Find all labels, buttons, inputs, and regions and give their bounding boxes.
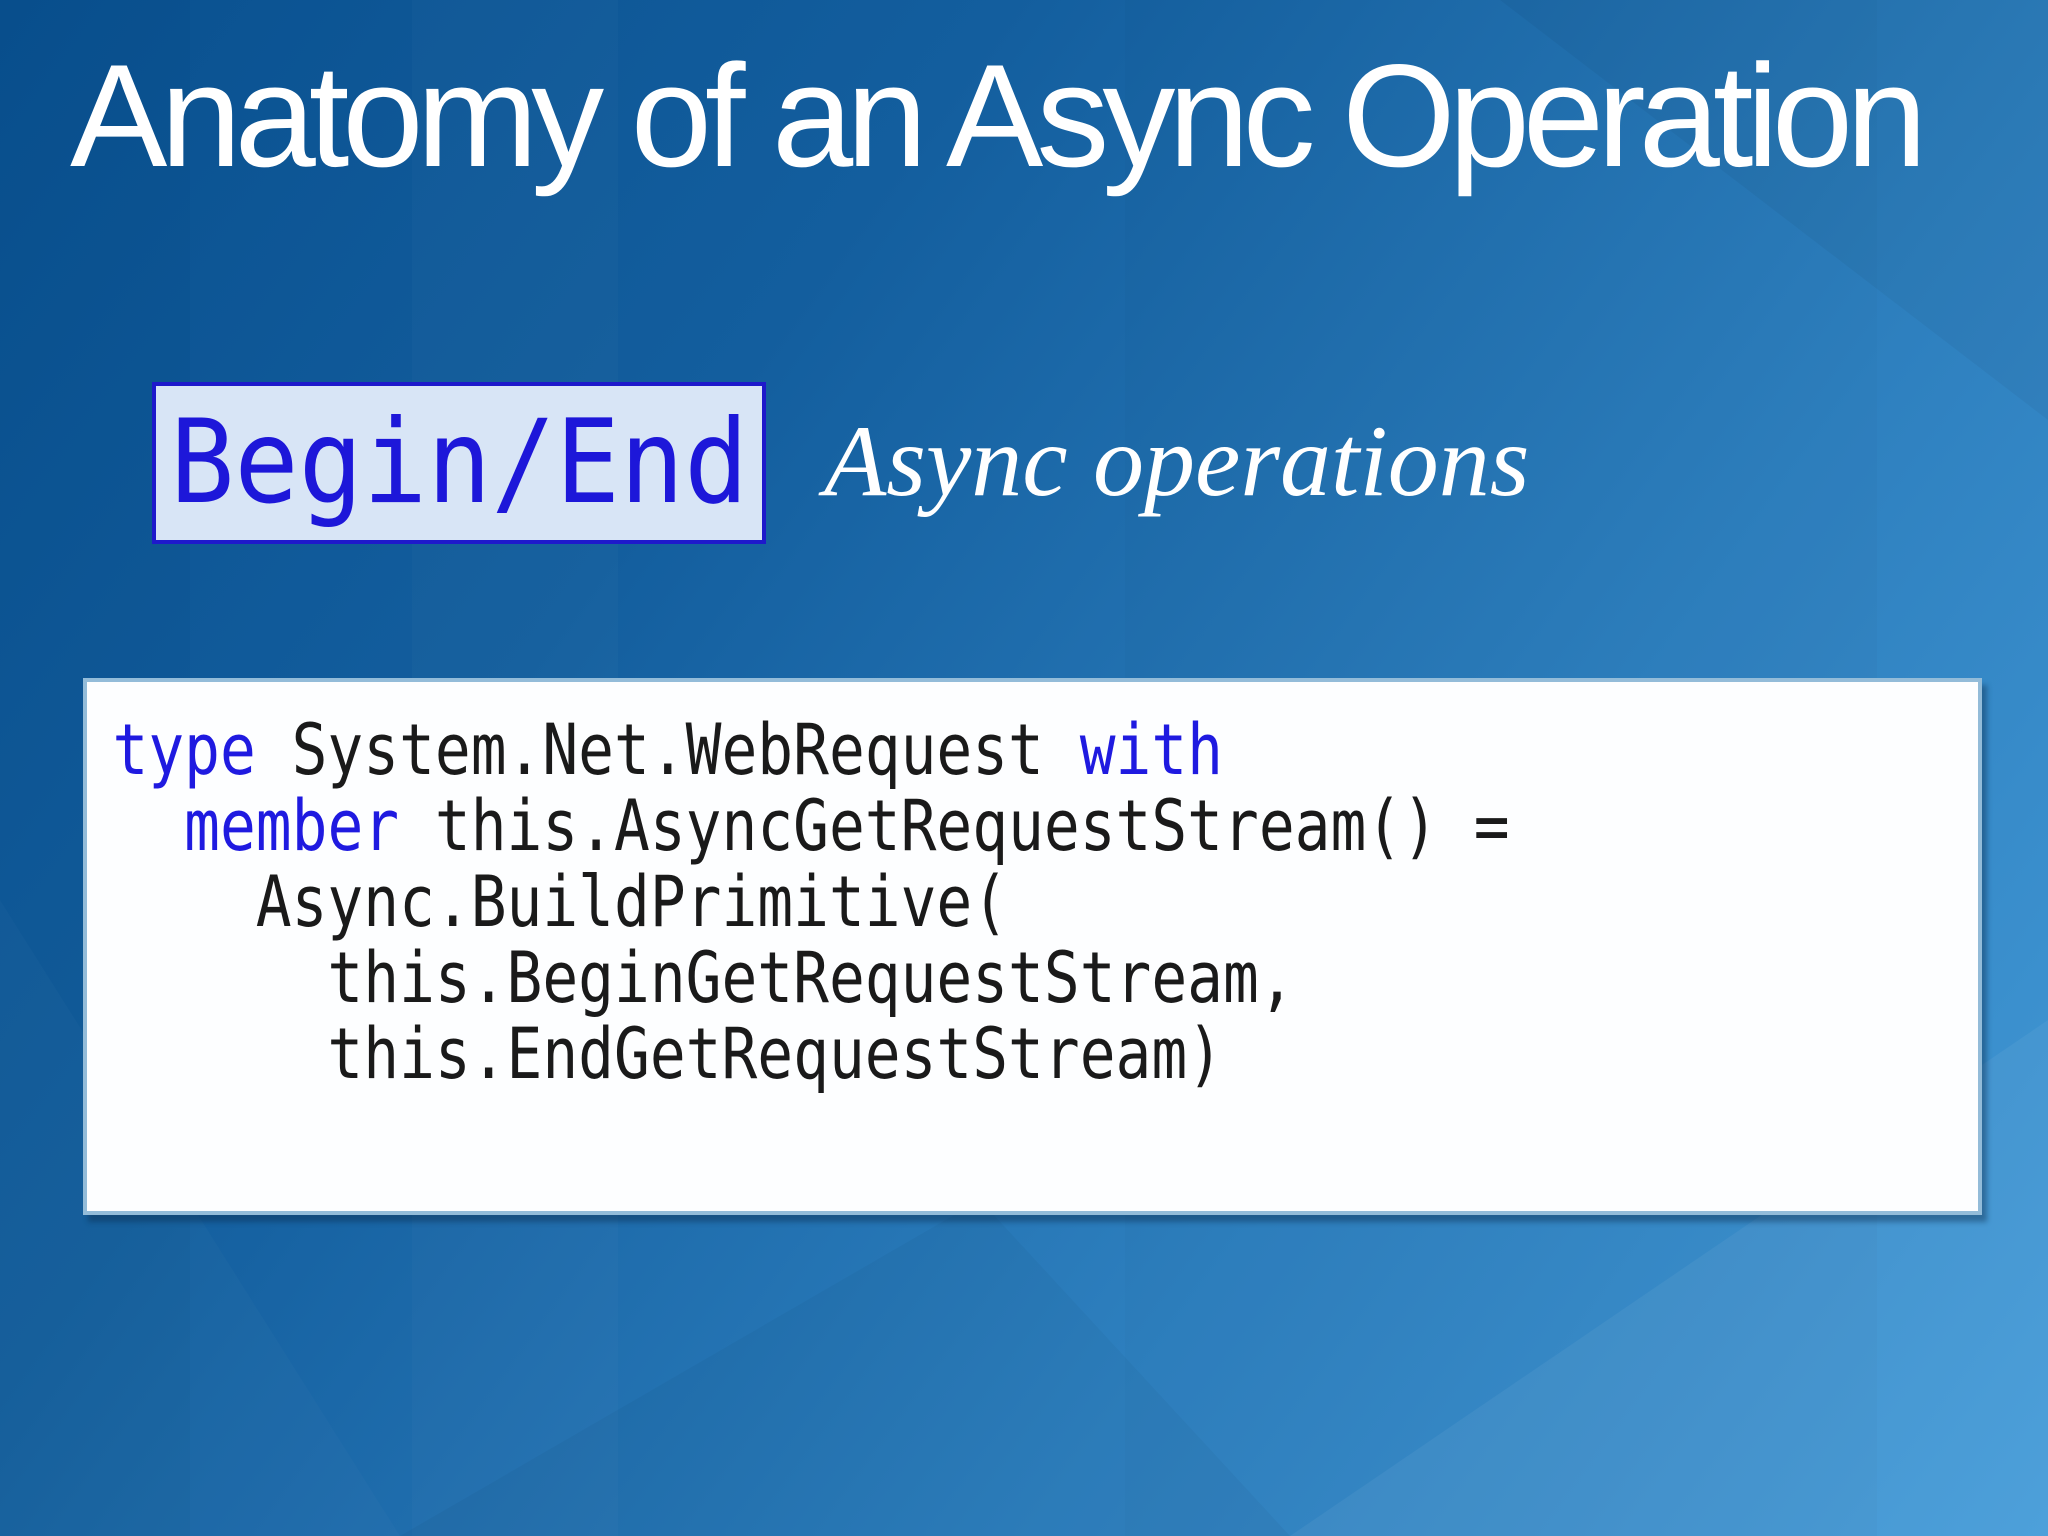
code-text: this.BeginGetRequestStream, bbox=[112, 937, 1295, 1019]
code-panel: type System.Net.WebRequest with member t… bbox=[83, 678, 1982, 1215]
code-line-4: this.BeginGetRequestStream, bbox=[113, 940, 1695, 1016]
code-text: this.AsyncGetRequestStream() = bbox=[399, 785, 1510, 867]
code-indent bbox=[113, 785, 185, 867]
async-operations-caption: Async operations bbox=[824, 405, 1530, 518]
code-line-3: Async.BuildPrimitive( bbox=[113, 864, 1695, 940]
slide-title: Anatomy of an Async Operation bbox=[70, 34, 1927, 197]
keyword-with: with bbox=[1079, 709, 1223, 791]
code-block: type System.Net.WebRequest with member t… bbox=[87, 682, 1694, 1092]
code-line-1: type System.Net.WebRequest with bbox=[113, 712, 1695, 788]
begin-end-label: Begin/End bbox=[169, 395, 749, 530]
begin-end-callout-box: Begin/End bbox=[152, 382, 766, 544]
code-line-2: member this.AsyncGetRequestStream() = bbox=[113, 788, 1695, 864]
keyword-member: member bbox=[184, 785, 400, 867]
code-text: System.Net.WebRequest bbox=[291, 709, 1080, 791]
code-text: this.EndGetRequestStream) bbox=[112, 1013, 1223, 1095]
code-line-5: this.EndGetRequestStream) bbox=[113, 1016, 1695, 1092]
keyword-type: type bbox=[112, 709, 292, 791]
code-text: Async.BuildPrimitive( bbox=[112, 861, 1009, 943]
